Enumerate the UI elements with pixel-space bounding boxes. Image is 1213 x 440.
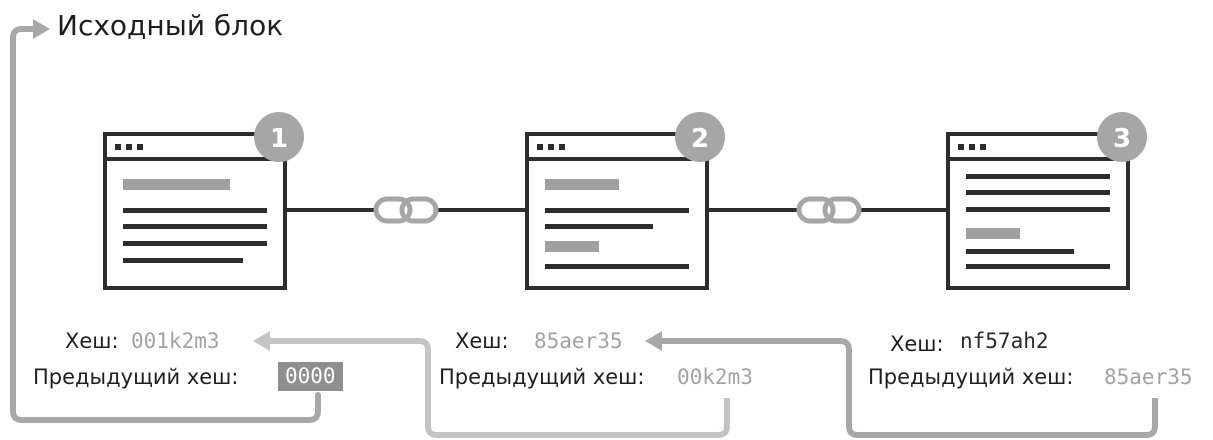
block-1: 1 <box>103 112 304 290</box>
origin-loop-path <box>10 26 321 423</box>
hash-link-path <box>660 338 1158 438</box>
hash-label: Хеш: <box>455 329 509 353</box>
prev-hash-value: 85aer35 <box>1104 365 1193 389</box>
hash-label: Хеш: <box>65 329 119 353</box>
chain-link-icon <box>796 196 862 224</box>
block-number: 2 <box>691 124 709 154</box>
prev-hash-label: Предыдущий хеш: <box>868 365 1074 389</box>
prev-hash-value: 00k2m3 <box>677 365 753 389</box>
block-3: 3 <box>946 112 1147 290</box>
block-2: 2 <box>525 112 725 290</box>
hash-link-path <box>268 338 730 438</box>
prev-hash-value: 0000 <box>278 362 343 391</box>
chain-link-icon <box>373 196 439 224</box>
block-number-badge <box>254 112 304 162</box>
arrow-left-icon <box>645 331 662 351</box>
hash-value: 001k2m3 <box>131 329 220 353</box>
block-number: 3 <box>1113 124 1131 154</box>
arrow-left-icon <box>253 331 270 351</box>
hash-value: nf57ah2 <box>960 329 1049 353</box>
hash-label: Хеш: <box>890 332 944 356</box>
prev-hash-label: Предыдущий хеш: <box>33 365 239 389</box>
block-number-badge <box>675 112 725 162</box>
block-number-badge <box>1097 112 1147 162</box>
arrow-right-icon <box>33 19 50 39</box>
hash-value: 85aer35 <box>534 329 623 353</box>
origin-block-title: Исходный блок <box>57 9 284 42</box>
prev-hash-label: Предыдущий хеш: <box>439 365 645 389</box>
block-number: 1 <box>270 124 288 154</box>
